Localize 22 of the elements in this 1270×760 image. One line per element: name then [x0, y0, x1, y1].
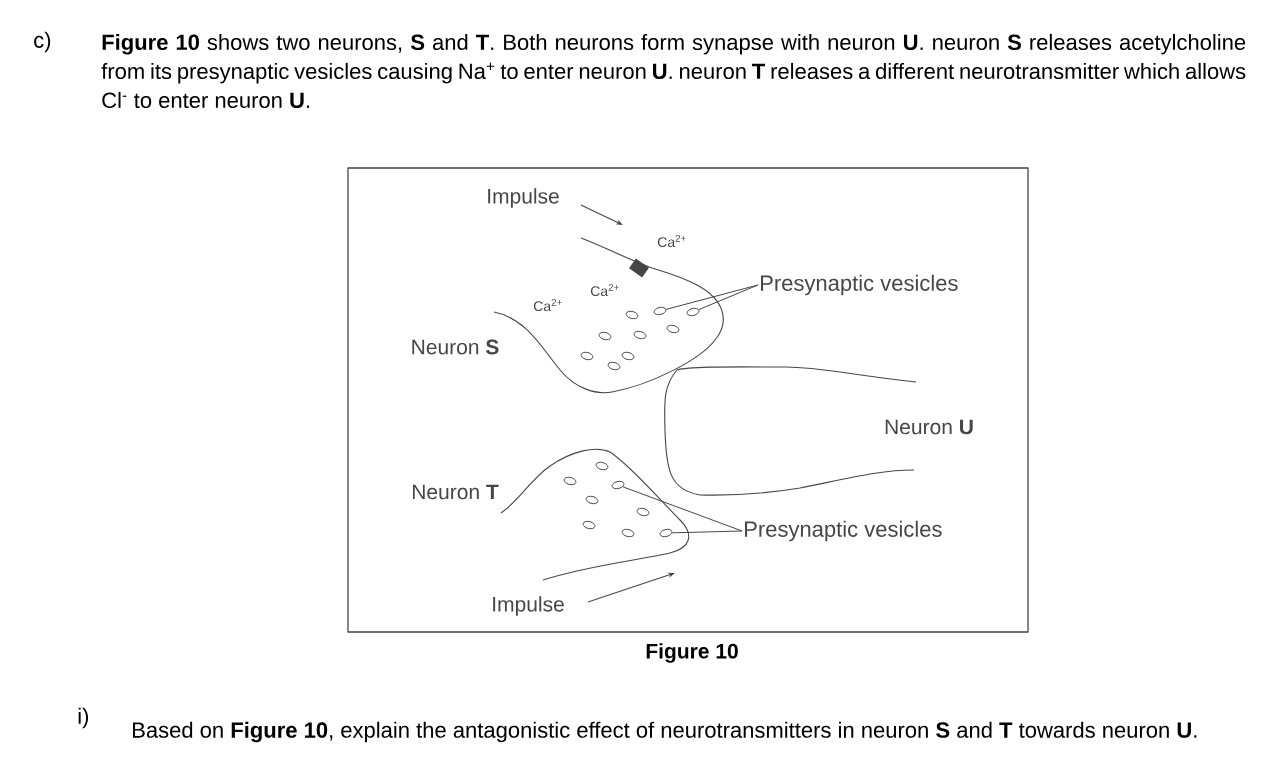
leader-label: Presynaptic vesicles — [745, 520, 942, 542]
item-letter: c) — [34, 31, 51, 53]
neuron-label: Neuron U — [885, 419, 973, 435]
neuron-label: Neuron T — [412, 484, 499, 500]
leader-line — [671, 530, 743, 534]
question-text: Based on Figure 10, explain the antagonistic effect of neurotransmitters in neuron S and T towards neuron U. — [133, 721, 1197, 743]
vesicle — [611, 480, 625, 490]
ion-label: Ca$^{2+}$ — [590, 283, 619, 297]
impulse-label: Impulse — [493, 596, 564, 616]
vesicle — [686, 307, 700, 317]
leader-line — [698, 284, 759, 311]
ion-label: Ca$^{2+}$ — [533, 298, 562, 312]
ion-label: Ca$^{2+}$ — [657, 234, 686, 248]
vesicle — [653, 306, 667, 316]
impulse-label: Impulse — [488, 188, 559, 208]
vesicle — [659, 528, 673, 538]
leader-line — [622, 486, 743, 532]
question-text: Figure 10 shows two neurons, S and T. Both neurons form synapse with neuron U. neuron S releases acetylcholine from its presynaptic vesicles causing Na$^{+}$ to enter neuron U. neuron T releases a different neurotransmitter which allows Cl$^{-}$ to enter neuron U. — [101, 33, 1246, 109]
item-number: i) — [78, 707, 89, 729]
neuron-label: Neuron S — [412, 339, 499, 355]
figure-caption: Figure 10 — [646, 643, 738, 663]
leader-label: Presynaptic vesicles — [761, 274, 958, 296]
